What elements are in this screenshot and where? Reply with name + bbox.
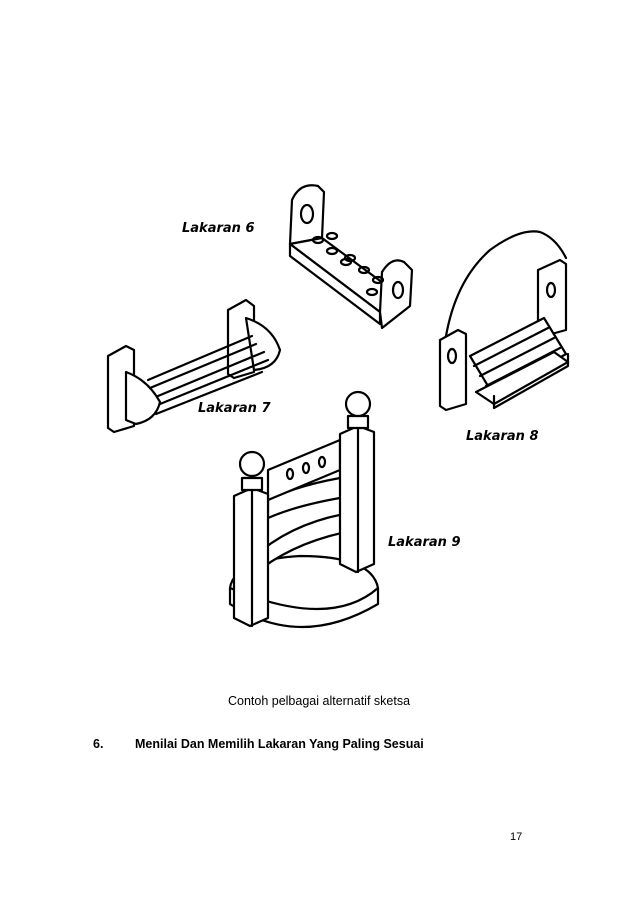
page-number: 17 — [510, 831, 523, 843]
sketch-6-drawing — [288, 184, 414, 330]
sketch-7-drawing — [106, 298, 282, 434]
sketch-9-drawing — [228, 390, 380, 628]
sketch-8-drawing — [438, 230, 570, 412]
section-number: 6. — [93, 737, 104, 751]
figure-caption: Contoh pelbagai alternatif sketsa — [227, 694, 411, 708]
sketch-8-label: Lakaran 8 — [466, 429, 538, 444]
sketch-7-label: Lakaran 7 — [198, 401, 271, 416]
sketch-9-label: Lakaran 9 — [388, 535, 460, 550]
sketch-6-label: Lakaran 6 — [182, 221, 254, 236]
section-heading: 6. Menilai Dan Memilih Lakaran Yang Palin… — [93, 737, 424, 751]
section-title: Menilai Dan Memilih Lakaran Yang Paling … — [135, 737, 424, 751]
